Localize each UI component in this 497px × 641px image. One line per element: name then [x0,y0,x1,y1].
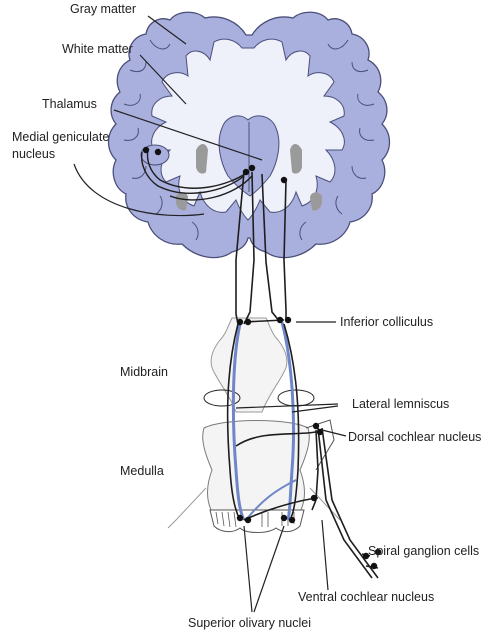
label-midbrain: Midbrain [120,365,168,379]
label-medulla: Medulla [120,464,164,478]
lateral-ventricle-left [196,144,208,174]
cerebrum-section [109,12,390,257]
label-thalamus: Thalamus [42,97,97,111]
label-lateral-lemniscus: Lateral lemniscus [352,397,449,411]
midbrain-outline [211,318,287,412]
label-white-matter: White matter [62,42,133,56]
label-ventral-cochlear-nucleus: Ventral cochlear nucleus [298,590,434,604]
label-medial-geniculate-line1: Medial geniculate [12,130,109,144]
label-spiral-ganglion-cells: Spiral ganglion cells [368,544,479,558]
label-medial-geniculate-line2: nucleus [12,147,55,161]
label-dorsal-cochlear-nucleus: Dorsal cochlear nucleus [348,430,481,444]
label-superior-olivary-nuclei: Superior olivary nuclei [188,616,311,630]
label-gray-matter: Gray matter [70,2,136,16]
label-inferior-colliculus: Inferior colliculus [340,315,433,329]
lateral-ventricle-right [290,144,302,174]
